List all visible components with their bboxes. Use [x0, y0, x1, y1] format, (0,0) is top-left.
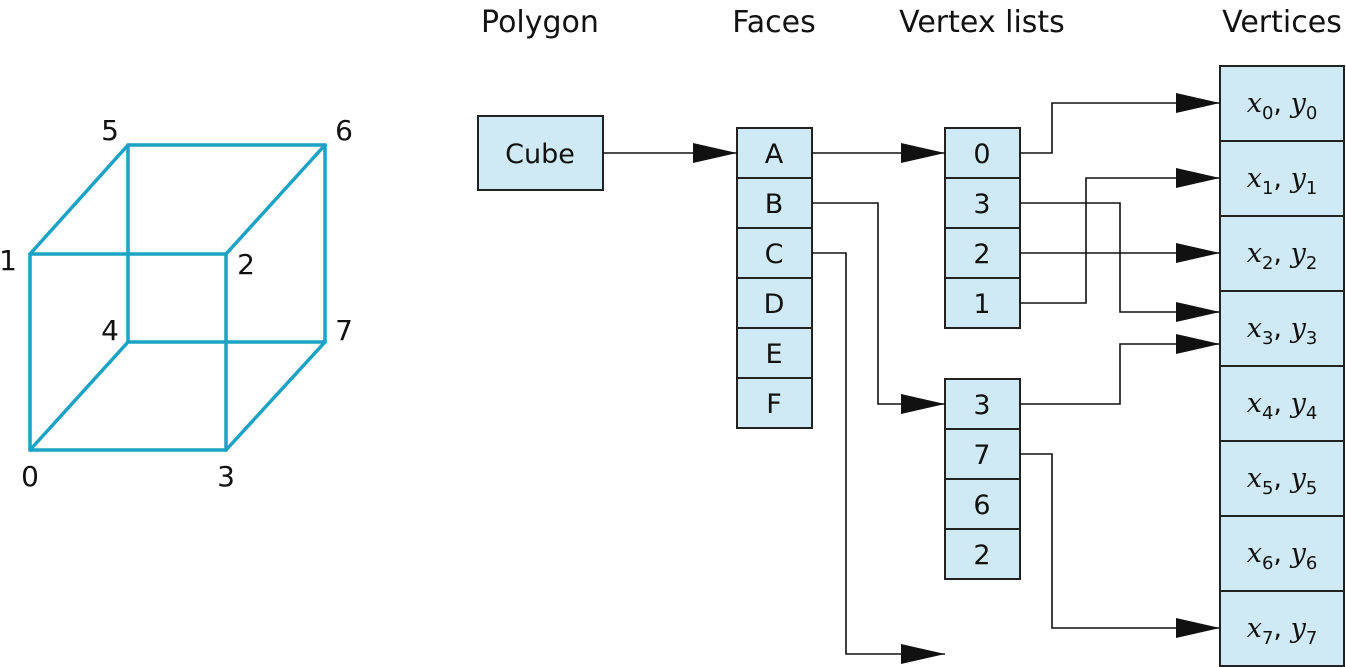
cube-vertex-label: 5 [101, 114, 119, 147]
vertex-index: 6 [973, 490, 990, 521]
face-cell [736, 327, 813, 379]
connectors [603, 93, 1220, 664]
arrow-index-to-vertex [1020, 168, 1220, 304]
face-label: E [765, 339, 782, 370]
vertex-coord: x1, y1 [1247, 163, 1318, 199]
vertex-index: 7 [973, 440, 990, 471]
face-label: C [765, 239, 784, 270]
cube-vertex-label: 6 [335, 114, 353, 147]
arrow-index-to-vertex [1020, 202, 1220, 322]
vertex-index: 0 [973, 139, 990, 170]
vertices-column: x0, y0 x1, y1 x2, y2 x3, y3 x4, y4 x5, y… [1219, 65, 1345, 667]
cube-vertex-label: 7 [335, 314, 353, 347]
header-faces: Faces [732, 5, 815, 40]
cube-vertex-label: 1 [0, 244, 17, 277]
polygon-cube-label: Cube [505, 139, 575, 170]
arrow-face-c-to-list [812, 252, 945, 664]
vertex-coord: x6, y6 [1247, 538, 1318, 574]
cube-vertex-label: 2 [237, 248, 255, 281]
header-vertices: Vertices [1222, 5, 1342, 40]
vertex-list-b: 3 7 6 2 [944, 378, 1021, 580]
vertex-list-a: 0 3 2 1 [944, 127, 1021, 329]
cube-wireframe [28, 143, 327, 452]
vertex-index: 2 [973, 540, 990, 571]
cube-vertex-label: 4 [101, 314, 119, 347]
arrow-index-to-vertex [1020, 453, 1220, 638]
vertex-index: 2 [973, 239, 990, 270]
cube-edge [224, 340, 327, 452]
polygon-cube-box: Cube [477, 115, 604, 191]
vertex-coord: x4, y4 [1247, 388, 1318, 424]
cube-edge [28, 340, 130, 452]
cube-vertex-label: 3 [217, 460, 235, 493]
cube-vertex-label: 0 [21, 460, 39, 493]
face-cell [736, 377, 813, 429]
vertex-coord: x3, y3 [1247, 313, 1318, 349]
header-polygon: Polygon [481, 5, 599, 40]
cube-edge [224, 143, 327, 256]
vertex-index: 1 [973, 289, 990, 320]
cube-edge [28, 143, 130, 256]
vertex-index: 3 [973, 390, 990, 421]
arrow-face-b-to-list [812, 202, 945, 414]
vertex-index: 3 [973, 189, 990, 220]
face-label: A [765, 139, 784, 170]
vertex-coord: x5, y5 [1247, 463, 1318, 499]
face-label: B [765, 189, 784, 220]
vertex-coord: x7, y7 [1247, 613, 1318, 649]
vertex-coord: x2, y2 [1247, 238, 1318, 274]
face-label: D [764, 289, 785, 320]
face-label: F [766, 389, 782, 420]
arrow-index-to-vertex [1020, 334, 1220, 405]
arrow-index-to-vertex [1020, 93, 1220, 154]
vertex-coord: x0, y0 [1247, 88, 1318, 124]
header-vertex-lists: Vertex lists [899, 5, 1065, 40]
faces-column: A B C D E F [736, 127, 813, 429]
